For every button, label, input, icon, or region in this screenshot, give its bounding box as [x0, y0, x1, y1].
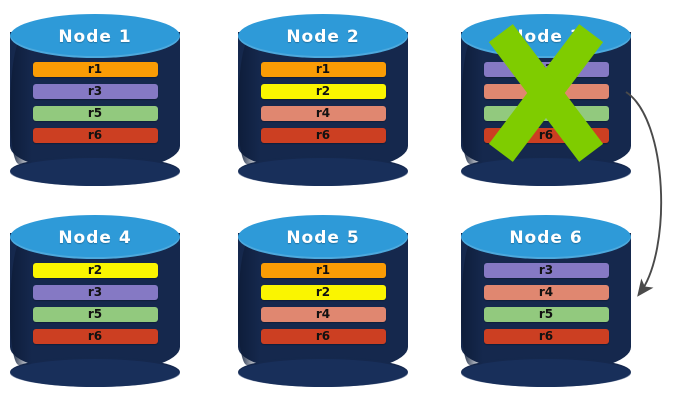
node-3[interactable]: Node 3 r3 r4 r5 r6 — [457, 6, 635, 186]
node-title: Node 5 — [286, 228, 360, 248]
record-bar[interactable]: r6 — [260, 128, 386, 143]
cylinder-bottom-edge — [461, 359, 631, 387]
record-bar[interactable]: r5 — [483, 307, 609, 322]
cylinder-bottom-edge — [10, 359, 180, 387]
record-bar[interactable]: r4 — [260, 106, 386, 121]
record-bar[interactable]: r6 — [32, 329, 158, 344]
cylinder-bottom-edge — [238, 158, 408, 186]
node-title: Node 6 — [509, 228, 583, 248]
node-4[interactable]: Node 4 r2 r3 r5 r6 — [6, 207, 184, 387]
node-title: Node 4 — [58, 228, 132, 248]
record-bar[interactable]: r3 — [483, 263, 609, 278]
record-bar[interactable]: r2 — [32, 263, 158, 278]
record-bar[interactable]: r5 — [32, 307, 158, 322]
node-5[interactable]: Node 5 r1 r2 r4 r6 — [234, 207, 412, 387]
record-bar[interactable]: r6 — [32, 128, 158, 143]
record-list: r3 r4 r5 r6 — [461, 62, 631, 150]
record-bar[interactable]: r5 — [32, 106, 158, 121]
node-title: Node 3 — [509, 27, 583, 47]
cylinder-shading — [10, 36, 32, 164]
cylinder-top-ellipse — [10, 14, 180, 58]
cylinder-shading — [238, 237, 260, 365]
node-1[interactable]: Node 1 r1 r3 r5 r6 — [6, 6, 184, 186]
record-bar[interactable]: r3 — [32, 285, 158, 300]
record-bar[interactable]: r4 — [260, 307, 386, 322]
record-bar[interactable]: r4 — [483, 84, 609, 99]
record-list: r1 r3 r5 r6 — [10, 62, 180, 150]
record-bar[interactable]: r6 — [483, 329, 609, 344]
cylinder-top-ellipse — [238, 215, 408, 259]
cylinder-bottom-edge — [238, 359, 408, 387]
record-bar[interactable]: r1 — [32, 62, 158, 77]
record-bar[interactable]: r4 — [483, 285, 609, 300]
record-list: r2 r3 r5 r6 — [10, 263, 180, 351]
record-bar[interactable]: r3 — [483, 62, 609, 77]
node-6[interactable]: Node 6 r3 r4 r5 r6 — [457, 207, 635, 387]
cylinder-bottom-edge — [10, 158, 180, 186]
node-title: Node 1 — [58, 27, 132, 47]
cylinder-shading — [461, 36, 483, 164]
cylinder-bottom-edge — [461, 158, 631, 186]
record-bar[interactable]: r1 — [260, 263, 386, 278]
record-bar[interactable]: r6 — [483, 128, 609, 143]
record-bar[interactable]: r2 — [260, 285, 386, 300]
node-2[interactable]: Node 2 r1 r2 r4 r6 — [234, 6, 412, 186]
cylinder-top-ellipse — [238, 14, 408, 58]
record-bar[interactable]: r2 — [260, 84, 386, 99]
cylinder-top-ellipse — [10, 215, 180, 259]
cylinder-shading — [10, 237, 32, 365]
record-list: r1 r2 r4 r6 — [238, 263, 408, 351]
record-list: r1 r2 r4 r6 — [238, 62, 408, 150]
record-list: r3 r4 r5 r6 — [461, 263, 631, 351]
cylinder-top-ellipse — [461, 215, 631, 259]
record-bar[interactable]: r6 — [260, 329, 386, 344]
record-bar[interactable]: r5 — [483, 106, 609, 121]
cylinder-shading — [461, 237, 483, 365]
record-bar[interactable]: r3 — [32, 84, 158, 99]
cylinder-shading — [238, 36, 260, 164]
record-bar[interactable]: r1 — [260, 62, 386, 77]
node-title: Node 2 — [286, 27, 360, 47]
